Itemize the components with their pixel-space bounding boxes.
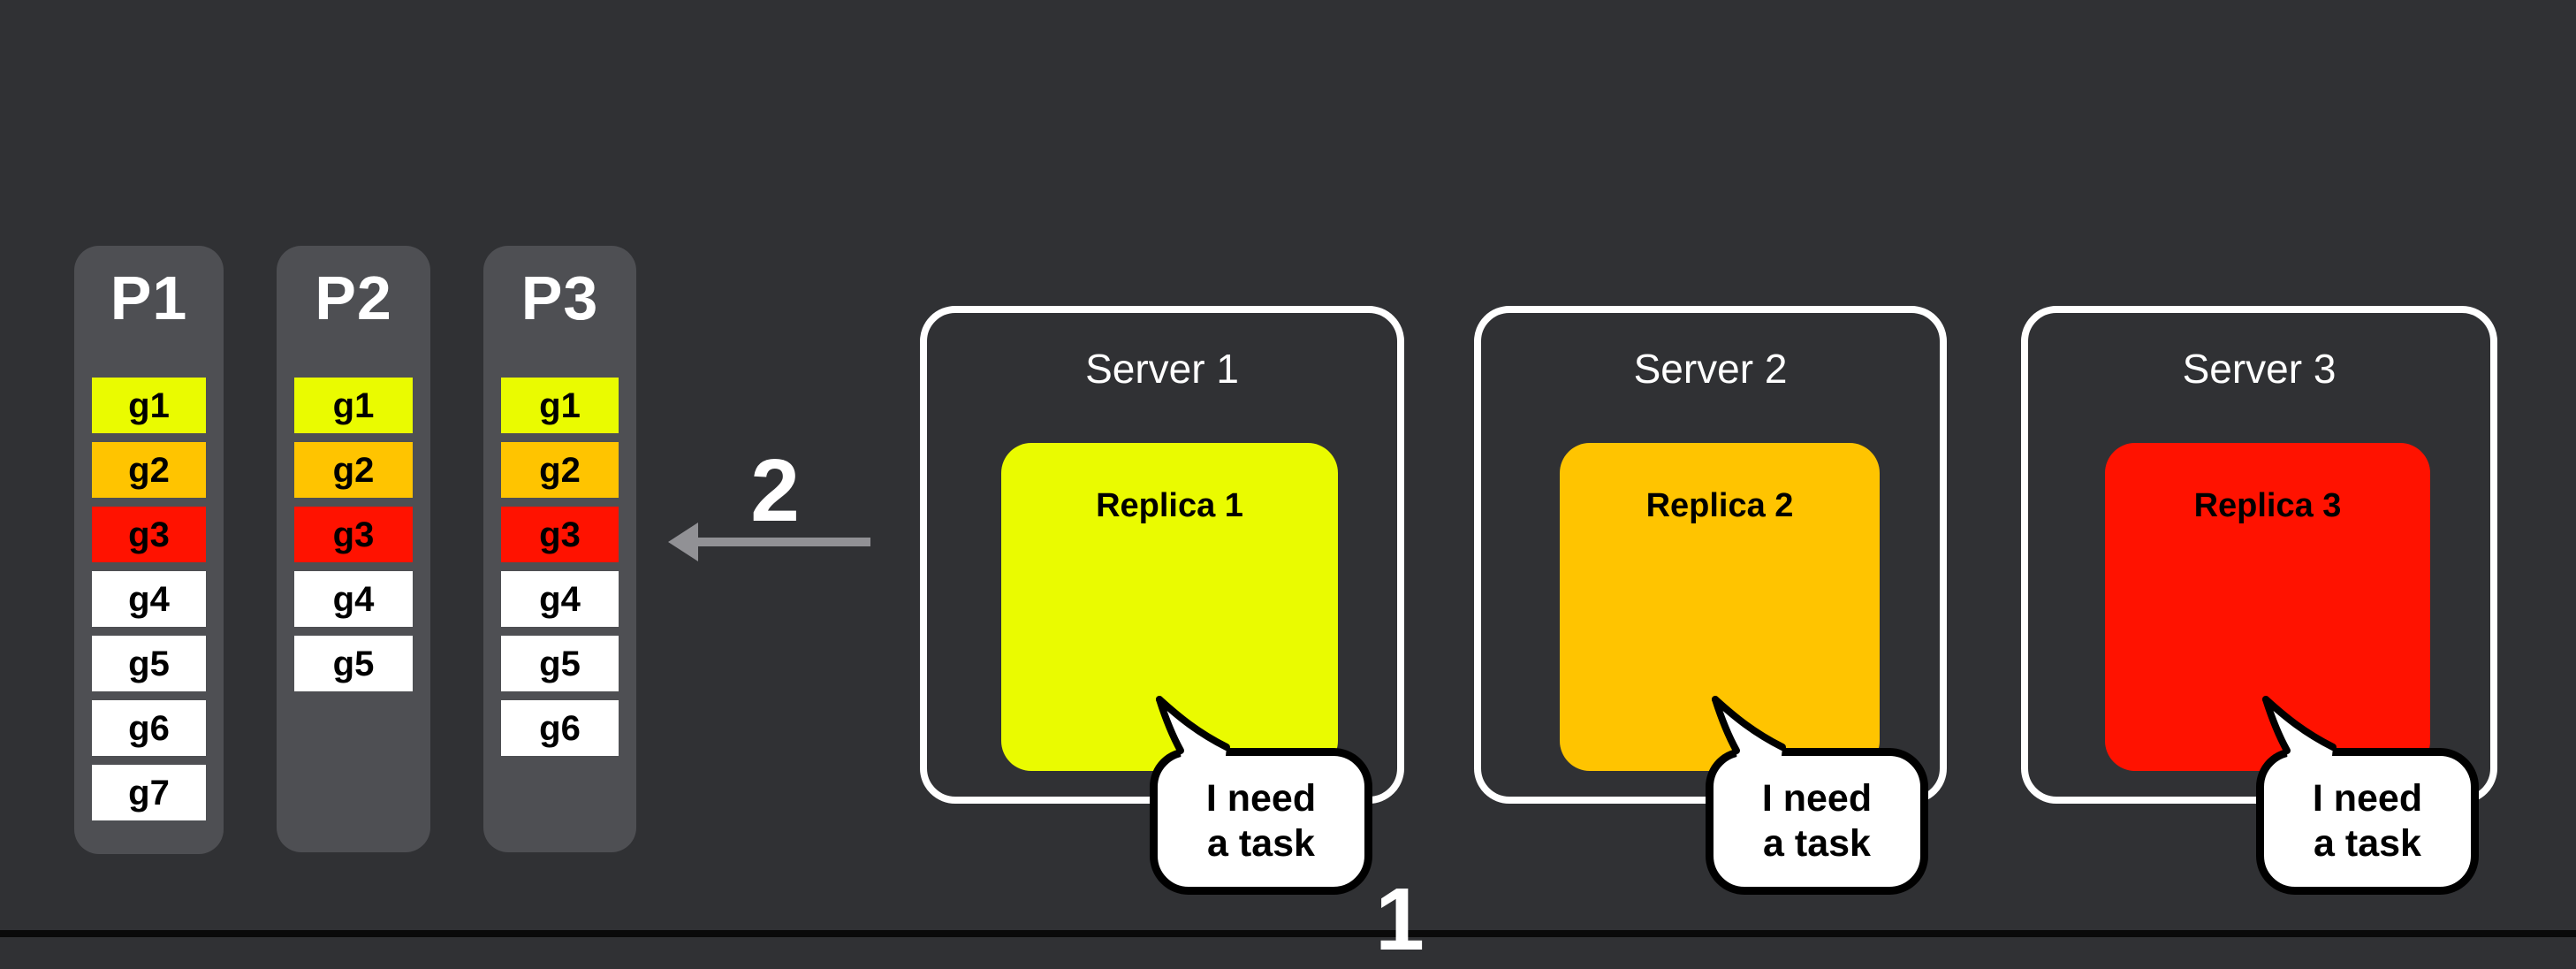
task-chip-p2-g4: g4 (294, 571, 413, 627)
task-label: g7 (128, 773, 170, 813)
arrow-shaft (696, 538, 870, 546)
server-2-title: Server 2 (1633, 346, 1788, 392)
step-1-label: 1 (1375, 870, 1425, 969)
partition-p2-title: P2 (315, 263, 392, 332)
task-label: g3 (332, 515, 375, 554)
task-label: g6 (128, 708, 170, 748)
server-2-card: Server 2 Replica 2 (1474, 306, 1947, 804)
task-chip-p3-g1: g1 (501, 378, 619, 433)
server-1-title: Server 1 (1085, 346, 1239, 392)
task-label: g5 (128, 644, 170, 683)
task-chip-p1-g7: g7 (92, 765, 206, 820)
task-label: g4 (128, 579, 170, 619)
task-label: g1 (332, 385, 375, 425)
task-chip-p1-g5: g5 (92, 636, 206, 691)
task-chip-p2-g2: g2 (294, 442, 413, 498)
speech-bubble-2-tail-icon (1712, 696, 1786, 768)
task-chip-p1-g4: g4 (92, 571, 206, 627)
server-3-title: Server 3 (2182, 346, 2337, 392)
task-label: g5 (539, 644, 581, 683)
arrow-left-head-icon (668, 523, 698, 561)
partition-p2-task-list: g1 g2 g3 g4 g5 (294, 378, 413, 700)
partition-p1-task-list: g1 g2 g3 g4 g5 g6 g7 (92, 378, 206, 829)
task-chip-p1-g1: g1 (92, 378, 206, 433)
server-1-card: Server 1 Replica 1 (920, 306, 1404, 804)
task-label: g1 (539, 385, 581, 425)
task-label: g1 (128, 385, 170, 425)
task-chip-p2-g5: g5 (294, 636, 413, 691)
task-label: g4 (332, 579, 375, 619)
task-label: g5 (332, 644, 375, 683)
replica-3-title: Replica 3 (2193, 487, 2342, 524)
task-chip-p1-g2: g2 (92, 442, 206, 498)
speech-bubble-3-text: I need a task (2313, 776, 2422, 866)
speech-bubble-3: I need a task (2256, 748, 2479, 895)
bubble-line: a task (1207, 822, 1315, 865)
task-label: g3 (128, 515, 170, 554)
task-chip-p1-g6: g6 (92, 700, 206, 756)
speech-bubble-1-text: I need a task (1206, 776, 1316, 866)
partition-p3-title: P3 (521, 263, 599, 332)
replica-2-title: Replica 2 (1645, 487, 1794, 524)
task-chip-p3-g4: g4 (501, 571, 619, 627)
server-3-card: Server 3 Replica 3 (2021, 306, 2497, 804)
task-chip-p1-g3: g3 (92, 507, 206, 562)
task-label: g2 (539, 450, 581, 490)
task-label: g6 (539, 708, 581, 748)
partition-p3: P3 g1 g2 g3 g4 g5 g6 (483, 246, 636, 852)
speech-bubble-2-text: I need a task (1762, 776, 1872, 866)
replica-1: Replica 1 (1001, 443, 1338, 771)
partition-p1: P1 g1 g2 g3 g4 g5 g6 g7 (74, 246, 224, 854)
step-2-label: 2 (750, 441, 800, 540)
task-chip-p2-g3: g3 (294, 507, 413, 562)
speech-bubble-1: I need a task (1150, 748, 1372, 895)
bubble-line: a task (2314, 822, 2421, 865)
bubble-line: I need (1205, 777, 1317, 820)
bubble-line: a task (1763, 822, 1871, 865)
task-label: g2 (128, 450, 170, 490)
speech-bubble-2: I need a task (1706, 748, 1928, 895)
bubble-line: I need (1761, 777, 1873, 820)
bottom-divider-bar (0, 930, 2576, 937)
task-chip-p3-g3: g3 (501, 507, 619, 562)
task-label: g2 (332, 450, 375, 490)
partition-p2: P2 g1 g2 g3 g4 g5 (277, 246, 430, 852)
task-chip-p3-g6: g6 (501, 700, 619, 756)
task-chip-p3-g2: g2 (501, 442, 619, 498)
bubble-line: I need (2312, 777, 2423, 820)
replica-3: Replica 3 (2105, 443, 2430, 771)
task-chip-p2-g1: g1 (294, 378, 413, 433)
task-chip-p3-g5: g5 (501, 636, 619, 691)
task-label: g4 (539, 579, 581, 619)
replica-1-title: Replica 1 (1096, 487, 1243, 524)
speech-bubble-1-tail-icon (1156, 696, 1230, 768)
partition-p3-task-list: g1 g2 g3 g4 g5 g6 (501, 378, 619, 765)
task-label: g3 (539, 515, 581, 554)
speech-bubble-3-tail-icon (2262, 696, 2337, 768)
partition-p1-title: P1 (110, 263, 188, 332)
